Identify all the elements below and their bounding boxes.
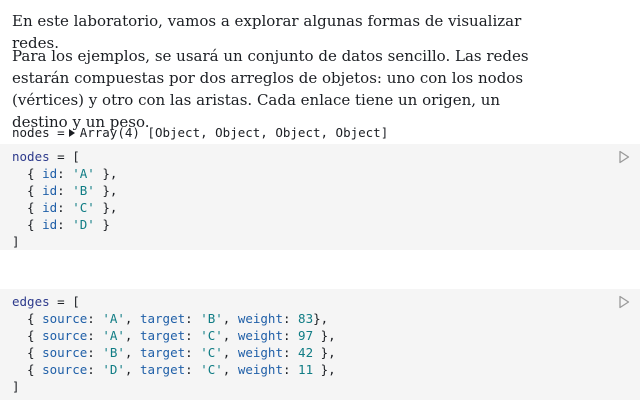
edge-target: 'C' [200,328,223,343]
edge-weight: 83 [298,311,314,326]
edge-weight: 42 [298,345,314,360]
inspector-variable: nodes = [12,125,65,140]
edge-source: 'A' [102,311,125,326]
edge-weight: 97 [298,328,314,343]
edge-close: }, [313,311,329,326]
edge-source: 'A' [102,328,125,343]
edge-close: }, [313,362,336,377]
node-id-value: 'B' [72,183,95,198]
inspector-summary[interactable]: Array(4) [Object, Object, Object, Object… [79,125,389,140]
edge-target: 'B' [200,311,223,326]
play-outline-icon [619,150,630,164]
nodes-var-name: nodes [12,149,50,164]
description-paragraph: Para los ejemplos, se usará un conjunto … [12,47,529,131]
edge-target: 'C' [200,362,223,377]
edge-close: }, [313,345,336,360]
edge-source: 'B' [102,345,125,360]
nodes-code[interactable]: nodes = [ { id: 'A' }, { id: 'B' }, { id… [12,149,118,249]
nodes-inspector: nodes = Array(4) [Object, Object, Object,… [12,123,388,143]
edge-close: }, [313,328,336,343]
edge-target: 'C' [200,345,223,360]
play-outline-icon [619,295,630,309]
edges-code[interactable]: edges = [ { source: 'A', target: 'B', we… [12,294,336,394]
edge-source: 'D' [102,362,125,377]
nodes-code-cell[interactable]: nodes = [ { id: 'A' }, { id: 'B' }, { id… [0,144,640,250]
node-id-value: 'A' [72,166,95,181]
intro-paragraph: En este laboratorio, vamos a explorar al… [12,12,522,52]
edge-weight: 11 [298,362,314,377]
edges-var-name: edges [12,294,50,309]
node-id-value: 'D' [72,217,95,232]
run-cell-button[interactable] [618,150,630,164]
edges-code-cell[interactable]: edges = [ { source: 'A', target: 'B', we… [0,289,640,400]
node-id-value: 'C' [72,200,95,215]
run-cell-button[interactable] [618,295,630,309]
caret-right-icon[interactable] [68,129,75,137]
